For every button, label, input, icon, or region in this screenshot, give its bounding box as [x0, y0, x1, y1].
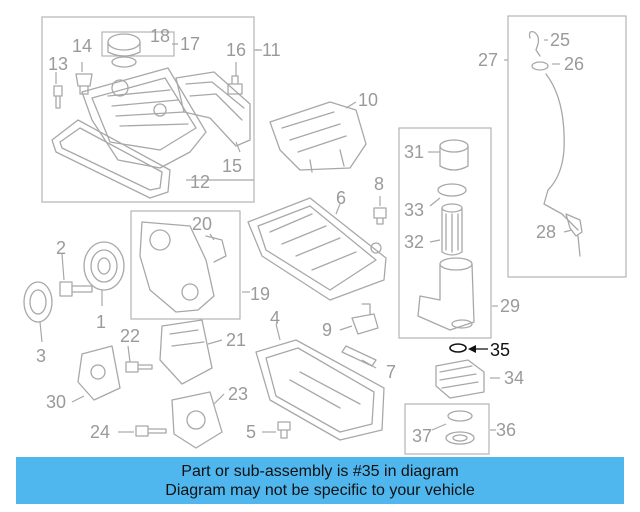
o-ring-part-33 — [437, 183, 467, 197]
label-31: 31 — [404, 142, 424, 162]
oil-cap-part — [107, 33, 141, 68]
label-22: 22 — [120, 326, 140, 346]
seal-part-3 — [23, 281, 53, 323]
group-box-36 — [404, 403, 490, 455]
leader-lines — [39, 39, 573, 433]
label-25: 25 — [550, 30, 570, 50]
label-26: 26 — [564, 54, 584, 74]
sensor-part-16 — [227, 75, 243, 95]
label-5: 5 — [246, 422, 256, 442]
pulley-part-1 — [83, 241, 125, 291]
bolt-part-22 — [125, 361, 153, 373]
group-box-29 — [398, 127, 492, 339]
label-34: 34 — [504, 368, 524, 388]
label-35[interactable]: 35 — [490, 340, 510, 360]
info-banner: Part or sub-assembly is #35 in diagram D… — [16, 457, 624, 504]
group-box-27 — [507, 15, 627, 278]
leader-35 — [468, 345, 488, 353]
label-3: 3 — [36, 346, 46, 366]
label-21: 21 — [226, 330, 246, 350]
filter-housing-part — [417, 257, 475, 331]
label-18: 18 — [150, 26, 170, 46]
label-16: 16 — [226, 40, 246, 60]
o-ring-part-35[interactable] — [449, 343, 467, 353]
bolt-part-24 — [135, 425, 167, 437]
seal-part-37 — [445, 410, 475, 445]
label-11: 11 — [262, 40, 281, 60]
label-33: 33 — [404, 200, 424, 220]
oil-pan-upper-part — [247, 197, 387, 301]
label-2: 2 — [56, 238, 66, 258]
cover-part-23 — [171, 391, 223, 449]
plug-part-14 — [75, 73, 93, 95]
timing-cover-part — [139, 221, 227, 313]
filter-element-part-32 — [441, 203, 463, 256]
label-32: 32 — [404, 232, 424, 252]
label-23: 23 — [228, 384, 248, 404]
label-19: 19 — [250, 284, 270, 304]
label-6: 6 — [336, 188, 346, 208]
drain-plug-part-5 — [277, 421, 291, 439]
baffle-part-10 — [269, 101, 367, 173]
label-10: 10 — [358, 90, 378, 110]
label-17: 17 — [180, 34, 200, 54]
part-labels: 1 2 3 4 5 6 7 8 9 10 11 12 13 14 15 16 1… — [36, 26, 584, 446]
parts-diagram: 1 2 3 4 5 6 7 8 9 10 11 12 13 14 15 16 1… — [23, 15, 627, 455]
oil-pan-lower-part — [255, 339, 385, 441]
label-36: 36 — [496, 420, 516, 440]
label-24: 24 — [90, 422, 110, 442]
filter-cap-part-31 — [439, 139, 469, 171]
breather-part — [175, 71, 251, 147]
group-box-11 — [41, 16, 255, 203]
bolt-part-8 — [373, 207, 387, 225]
label-14: 14 — [72, 36, 92, 56]
valve-cover-part — [81, 67, 207, 169]
cover-part-21 — [159, 319, 213, 385]
label-29: 29 — [500, 296, 520, 316]
label-37: 37 — [412, 426, 432, 446]
oil-level-sensor-part-9 — [351, 303, 379, 335]
label-15: 15 — [222, 156, 242, 176]
label-8: 8 — [374, 174, 384, 194]
label-12: 12 — [190, 172, 210, 192]
bracket-part-30 — [77, 345, 121, 401]
label-20: 20 — [192, 214, 212, 234]
label-13: 13 — [48, 54, 68, 74]
group-box-19 — [130, 210, 241, 320]
label-27: 27 — [478, 50, 498, 70]
label-9: 9 — [322, 320, 332, 340]
banner-line-1: Part or sub-assembly is #35 in diagram — [181, 463, 459, 480]
label-4: 4 — [270, 308, 280, 328]
label-28: 28 — [536, 222, 556, 242]
bolt-part-2 — [59, 281, 93, 297]
gasket-part-7 — [341, 345, 377, 367]
banner-line-2: Diagram may not be specific to your vehi… — [165, 482, 475, 499]
label-1: 1 — [96, 312, 106, 332]
valve-cover-gasket-part — [51, 119, 171, 199]
label-30: 30 — [46, 392, 66, 412]
dipstick-part-27 — [528, 30, 583, 257]
label-7: 7 — [386, 362, 396, 382]
bolt-part-13 — [53, 85, 63, 109]
oil-cooler-part-34 — [435, 359, 485, 399]
